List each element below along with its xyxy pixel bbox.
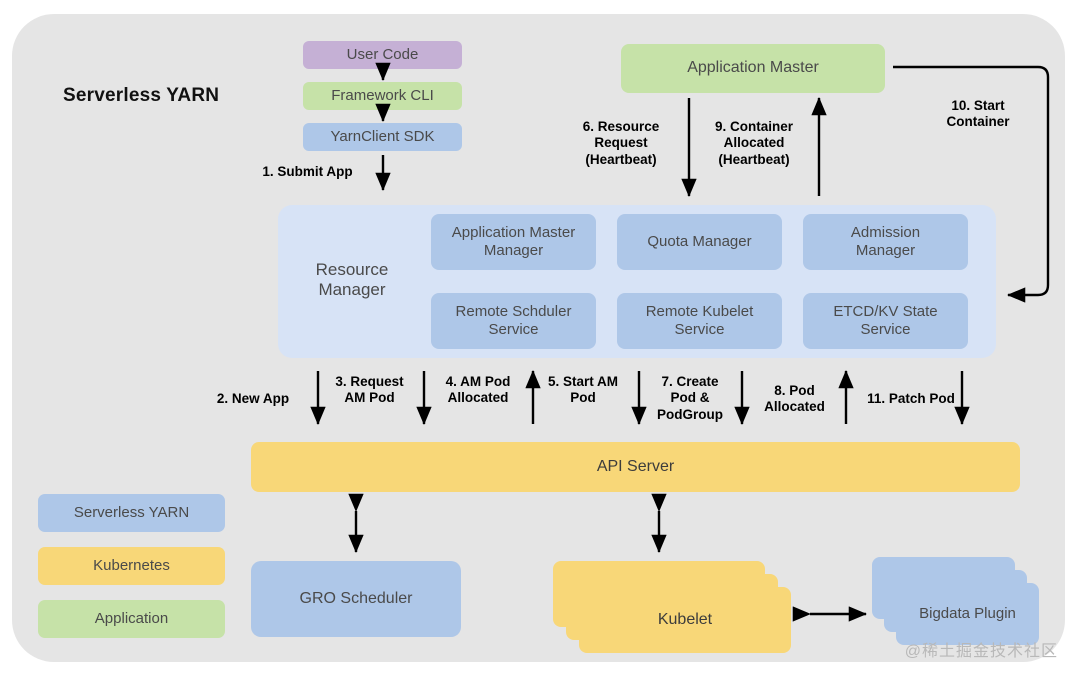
node-api-server[interactable]: API Server	[251, 442, 1020, 492]
page-title: Serverless YARN	[63, 85, 220, 106]
node-quota-manager[interactable]: Quota Manager	[617, 214, 782, 270]
legend-item-serverless-yarn: Serverless YARN	[38, 494, 225, 532]
node-kubelet[interactable]: Kubelet	[579, 587, 791, 653]
flow-label-step-11: 11. Patch Pod	[867, 391, 955, 406]
node-application-master[interactable]: Application Master	[621, 44, 885, 93]
node-application-master-manager[interactable]: Application Master Manager	[431, 214, 596, 270]
node-gro-scheduler[interactable]: GRO Scheduler	[251, 561, 461, 637]
flow-label-step-2: 2. New App	[216, 391, 290, 406]
flow-label-step-9: 9. Container Allocated (Heartbeat)	[714, 119, 793, 167]
flow-label-step-5: 5. Start AM Pod	[547, 374, 618, 406]
legend-item-application: Application	[38, 600, 225, 638]
flow-label-step-8: 8. Pod Allocated	[764, 383, 825, 415]
flow-label-step-3: 3. Request AM Pod	[335, 374, 404, 406]
node-yarnclient-sdk[interactable]: YarnClient SDK	[303, 123, 462, 151]
node-etcd-kv-state-service[interactable]: ETCD/KV State Service	[803, 293, 968, 349]
node-bigdata-plugin[interactable]: Bigdata Plugin	[896, 583, 1039, 645]
node-admission-manager[interactable]: Admission Manager	[803, 214, 968, 270]
resource-manager-label: Resource Manager	[315, 259, 389, 299]
flow-label-step-1: 1. Submit App	[262, 164, 353, 179]
node-remote-kubelet-service[interactable]: Remote Kubelet Service	[617, 293, 782, 349]
flow-label-step-6: 6. Resource Request (Heartbeat)	[582, 119, 660, 167]
flow-label-step-4: 4. AM Pod Allocated	[445, 374, 511, 406]
watermark: @稀土掘金技术社区	[904, 643, 1058, 660]
legend-item-kubernetes: Kubernetes	[38, 547, 225, 585]
node-remote-scheduler-service[interactable]: Remote Schduler Service	[431, 293, 596, 349]
flow-label-step-10: 10. Start Container	[946, 98, 1010, 130]
flow-label-step-7: 7. Create Pod & PodGroup	[657, 374, 723, 422]
arrow-step-10	[893, 65, 1050, 303]
